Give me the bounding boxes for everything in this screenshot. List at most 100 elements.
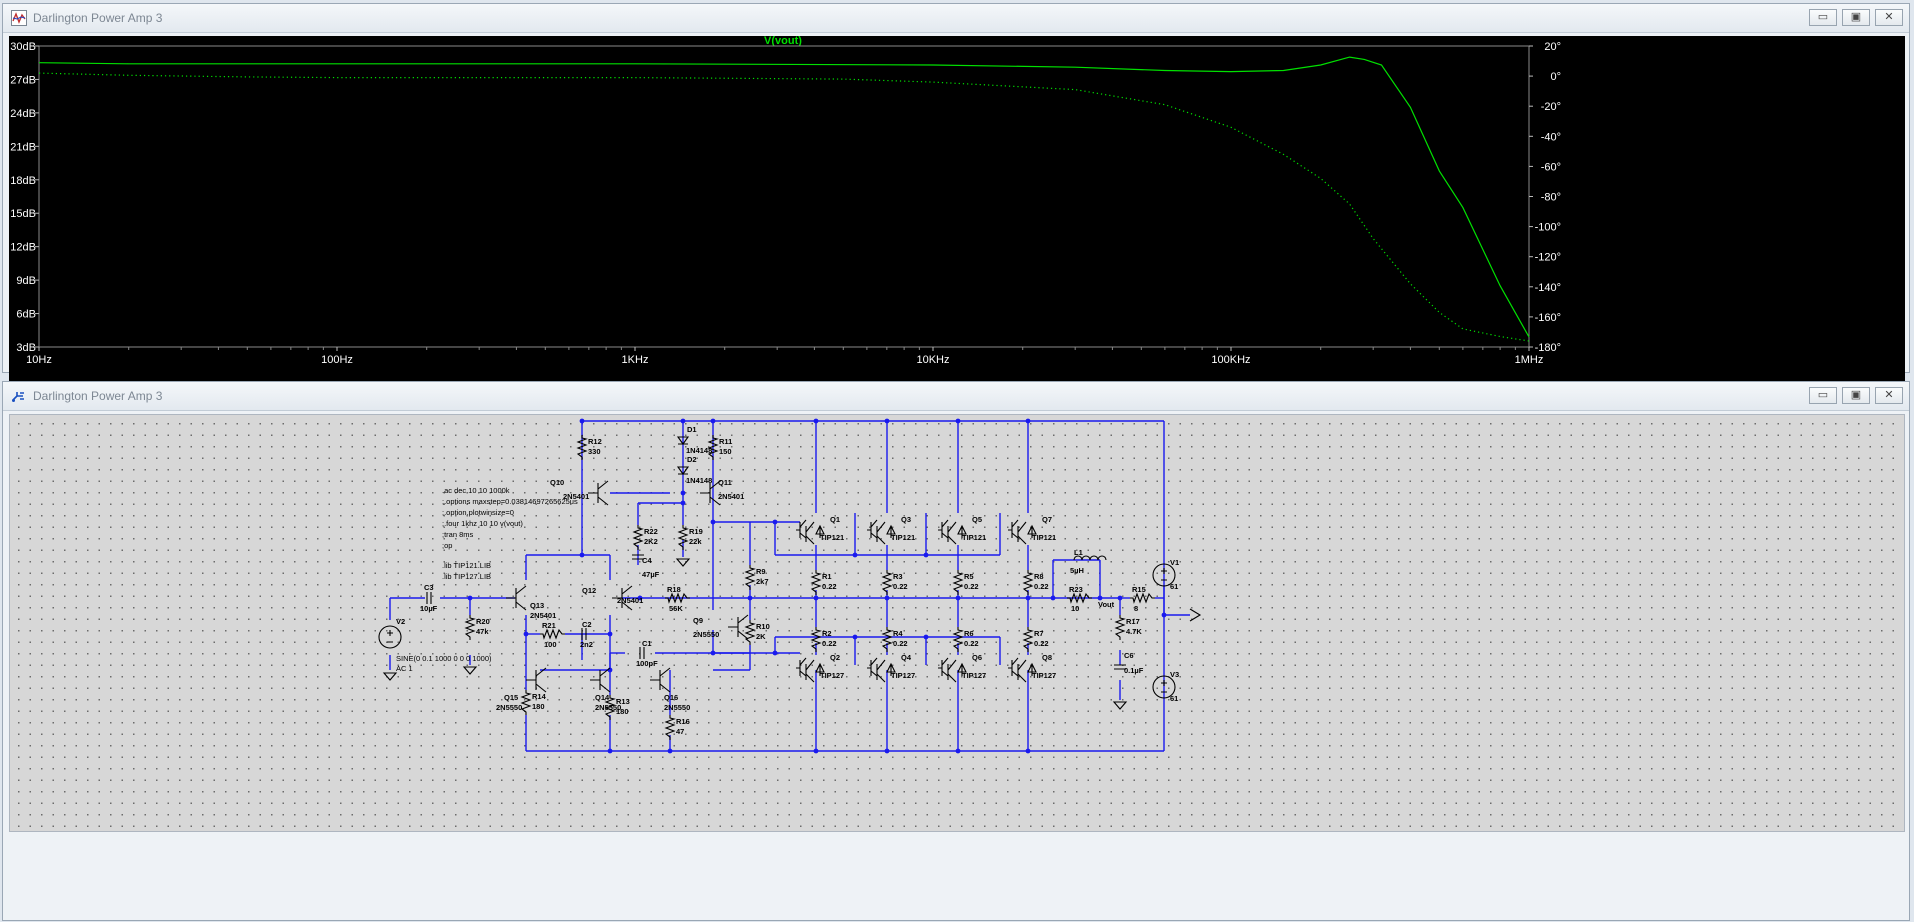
- label-r10-value[interactable]: 2K: [756, 632, 766, 641]
- label-v1-ref[interactable]: V1: [1170, 558, 1179, 567]
- resistor-r15[interactable]: [1130, 592, 1155, 604]
- resistor-r12[interactable]: [576, 435, 588, 460]
- darlington-q8[interactable]: [1008, 657, 1037, 683]
- label-q3-ref[interactable]: Q3: [901, 515, 911, 524]
- label-q14-ref[interactable]: Q14: [595, 693, 610, 702]
- label-r8-value[interactable]: 0.22: [1034, 582, 1049, 591]
- label-r19-ref[interactable]: R19: [689, 527, 703, 536]
- resistor-r23[interactable]: [1067, 592, 1092, 604]
- label-r5-value[interactable]: 0.22: [964, 582, 979, 591]
- resistor-r4[interactable]: [881, 627, 893, 652]
- label-r1-value[interactable]: 0.22: [822, 582, 837, 591]
- label-r9-ref[interactable]: R9: [756, 567, 766, 576]
- resistor-r5[interactable]: [952, 570, 964, 595]
- label-r22-value[interactable]: 2K2: [644, 537, 658, 546]
- label-q13-ref[interactable]: Q13: [530, 601, 544, 610]
- transistor-q16[interactable]: [650, 667, 671, 693]
- label-q8-ref[interactable]: Q8: [1042, 653, 1052, 662]
- resistor-r8[interactable]: [1022, 570, 1034, 595]
- resistor-r7[interactable]: [1022, 627, 1034, 652]
- label-r6-ref[interactable]: R6: [964, 629, 974, 638]
- resistor-r22[interactable]: [632, 525, 644, 550]
- darlington-q7[interactable]: [1008, 519, 1037, 545]
- label-v2-ref[interactable]: V2: [396, 617, 405, 626]
- label-r2-ref[interactable]: R2: [822, 629, 832, 638]
- capacitor-c1[interactable]: [639, 647, 645, 659]
- label-r13-ref[interactable]: R13: [616, 697, 630, 706]
- label-v3-value[interactable]: 61: [1170, 694, 1178, 703]
- label-r14-value[interactable]: 180: [532, 702, 545, 711]
- capacitor-c4[interactable]: [632, 554, 644, 560]
- restore-button[interactable]: ▣: [1842, 387, 1870, 404]
- label-q7-ref[interactable]: Q7: [1042, 515, 1052, 524]
- label-r15-ref[interactable]: R15: [1132, 585, 1146, 594]
- directive-line[interactable]: ;tran 8ms: [442, 530, 474, 539]
- resistor-r9[interactable]: [744, 565, 756, 590]
- vout-net-label[interactable]: Vout: [1098, 600, 1115, 609]
- label-q9-value[interactable]: 2N5550: [693, 630, 719, 639]
- resistor-r11[interactable]: [707, 435, 719, 460]
- label-r9-value[interactable]: 2k7: [756, 577, 769, 586]
- schematic-window[interactable]: Darlington Power Amp 3 ▭ ▣ ✕ .ac dec 10 …: [2, 381, 1910, 921]
- schematic-window-titlebar[interactable]: Darlington Power Amp 3 ▭ ▣ ✕: [3, 382, 1909, 411]
- resistor-r16[interactable]: [664, 715, 676, 740]
- darlington-q4[interactable]: [867, 657, 896, 683]
- label-c4-value[interactable]: 47µF: [642, 570, 660, 579]
- label-d2-value[interactable]: 1N4148: [686, 476, 712, 485]
- voltage-source-v2[interactable]: [378, 625, 402, 649]
- label-c3-value[interactable]: 10µF: [420, 604, 438, 613]
- source-ac[interactable]: AC 1: [396, 664, 413, 673]
- source-value[interactable]: SINE(0 0.1 1000 0 0 0 1000): [396, 654, 492, 663]
- magnitude-trace[interactable]: [38, 56, 1530, 338]
- label-q16-value[interactable]: 2N5550: [664, 703, 690, 712]
- resistor-r1[interactable]: [810, 570, 822, 595]
- label-r16-value[interactable]: 47: [676, 727, 684, 736]
- darlington-q1[interactable]: [796, 519, 825, 545]
- label-q5-value[interactable]: TIP121: [962, 533, 986, 542]
- label-r4-ref[interactable]: R4: [893, 629, 903, 638]
- darlington-q6[interactable]: [938, 657, 967, 683]
- label-c2-ref[interactable]: C2: [582, 620, 592, 629]
- label-q4-value[interactable]: TIP127: [891, 671, 915, 680]
- label-r5-ref[interactable]: R5: [964, 572, 974, 581]
- transistor-q9[interactable]: [728, 614, 749, 640]
- label-r21-value[interactable]: 100: [544, 640, 557, 649]
- resistor-r21[interactable]: [540, 628, 565, 640]
- resistor-r6[interactable]: [952, 627, 964, 652]
- plot-window[interactable]: Darlington Power Amp 3 ▭ ▣ ✕ V(vout) 10H…: [2, 3, 1910, 456]
- capacitor-c3[interactable]: [426, 592, 432, 604]
- label-q11-ref[interactable]: Q11: [718, 478, 732, 487]
- label-v3-ref[interactable]: V3: [1170, 670, 1179, 679]
- resistor-r20[interactable]: [464, 615, 476, 640]
- label-r7-ref[interactable]: R7: [1034, 629, 1044, 638]
- trace-label[interactable]: V(vout): [764, 36, 802, 47]
- resistor-r3[interactable]: [881, 570, 893, 595]
- label-r2-value[interactable]: 0.22: [822, 639, 837, 648]
- label-d2-ref[interactable]: D2: [687, 455, 697, 464]
- transistor-q11[interactable]: [700, 480, 721, 506]
- label-r3-ref[interactable]: R3: [893, 572, 903, 581]
- label-q6-value[interactable]: TIP127: [962, 671, 986, 680]
- label-c3-ref[interactable]: C3: [424, 583, 434, 592]
- close-button[interactable]: ✕: [1875, 387, 1903, 404]
- close-button[interactable]: ✕: [1875, 9, 1903, 26]
- label-r16-ref[interactable]: R16: [676, 717, 690, 726]
- label-r7-value[interactable]: 0.22: [1034, 639, 1049, 648]
- label-c1-ref[interactable]: C1: [642, 639, 652, 648]
- minimize-button[interactable]: ▭: [1809, 387, 1837, 404]
- phase-trace[interactable]: [38, 72, 1530, 342]
- label-r8-ref[interactable]: R8: [1034, 572, 1044, 581]
- label-r14-ref[interactable]: R14: [532, 692, 547, 701]
- spice-directives[interactable]: .ac dec 10 10 1000k ;.options maxstep=0.…: [442, 486, 578, 581]
- capacitor-c2[interactable]: [581, 628, 587, 640]
- label-r13-value[interactable]: 180: [616, 707, 629, 716]
- plot-window-titlebar[interactable]: Darlington Power Amp 3 ▭ ▣ ✕: [3, 4, 1909, 33]
- minimize-button[interactable]: ▭: [1809, 9, 1837, 26]
- resistor-r14[interactable]: [520, 690, 532, 715]
- label-q1-value[interactable]: TIP121: [820, 533, 844, 542]
- label-q10-value[interactable]: 2N5401: [563, 492, 589, 501]
- schematic-canvas[interactable]: .ac dec 10 10 1000k ;.options maxstep=0.…: [9, 414, 1905, 832]
- label-d1-value[interactable]: 1N4148: [686, 446, 712, 455]
- label-q10-ref[interactable]: Q10: [550, 478, 564, 487]
